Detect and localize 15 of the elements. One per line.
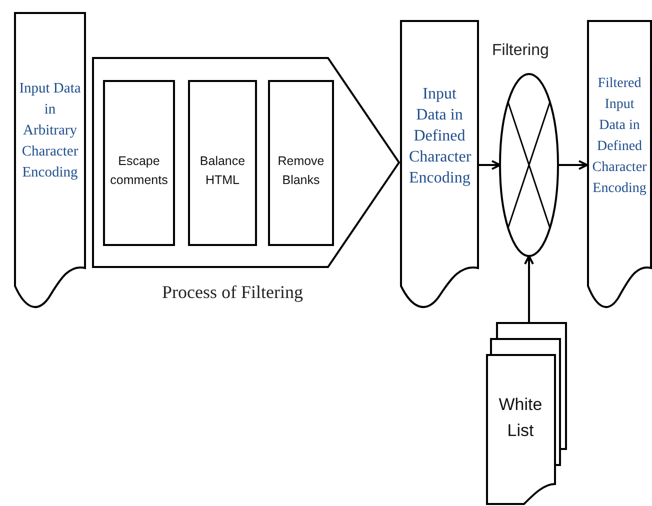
process-step-box	[103, 80, 175, 246]
step-label: Escape comments	[109, 153, 169, 189]
node-label: White List	[498, 394, 544, 442]
filter-heading: Filtering	[492, 42, 549, 60]
arrow	[558, 160, 588, 170]
step-label: Balance HTML	[198, 153, 246, 189]
node-label: Filtered Input Data in Defined Character Encoding	[591, 75, 648, 198]
arrow	[479, 160, 501, 170]
process-caption: Process of Filtering	[162, 282, 303, 303]
node-label: Input Data in Defined Character Encoding	[409, 84, 470, 188]
process-step-box	[188, 80, 257, 246]
step-label: Remove Blanks	[276, 153, 326, 189]
arrow	[524, 255, 534, 323]
node-label: Input Data in Arbitrary Character Encoding	[18, 80, 82, 183]
process-step-box	[268, 80, 334, 246]
